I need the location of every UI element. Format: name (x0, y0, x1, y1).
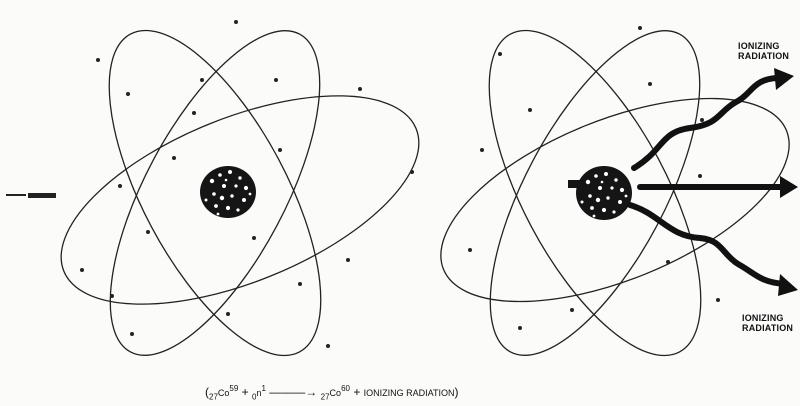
eq-ionizing-radiation-text: IONIZING RADIATION (363, 388, 455, 398)
eq-cobalt59-mass-number: 59 (229, 384, 239, 393)
electron-orbit (60, 95, 420, 305)
atom-cobalt-59 (60, 20, 420, 357)
electrons (468, 26, 720, 330)
arrowhead-down (778, 274, 798, 296)
eq-plus: + (241, 385, 249, 399)
eq-cobalt60-atomic-number: 27 (320, 392, 330, 402)
arrowhead-up (774, 68, 794, 90)
ionizing-radiation-label-top-line2: RADIATION (738, 51, 790, 61)
eq-arrow: ———→ (269, 385, 318, 399)
ionizing-radiation-label-top: IONIZING (738, 41, 780, 51)
arrowheads (774, 68, 798, 296)
electron-orbit (109, 30, 321, 356)
eq-cobalt60-mass-number: 60 (341, 384, 350, 393)
nucleus (200, 166, 256, 218)
eq-cobalt60-symbol: Co (329, 388, 342, 398)
atom-cobalt-60 (440, 26, 790, 357)
ionizing-radiation-label-bottom-line2: RADIATION (742, 323, 794, 333)
electron-orbit (440, 97, 790, 303)
eq-neutron-charge: 0 (252, 392, 257, 402)
arrowhead-straight (780, 176, 798, 198)
radiation-wave-up (631, 75, 779, 171)
eq-close-paren: ) (454, 385, 459, 399)
nucleus (576, 166, 632, 220)
electron-orbit (489, 30, 701, 356)
eq-neutron-mass-number: 1 (261, 384, 266, 393)
nuclear-reaction-equation: (27Co59 + 0n1 ———→ 27Co60 + IONIZING RAD… (205, 384, 459, 401)
electrons (80, 20, 414, 348)
eq-neutron-symbol: n (256, 388, 262, 398)
radiation-arrows (627, 75, 787, 287)
electron-orbit (108, 29, 322, 357)
neutron-incoming-arrow (6, 193, 56, 198)
absorbed-neutron (568, 180, 582, 188)
eq-cobalt59-atomic-number: 27 (209, 392, 218, 402)
electron-orbit (488, 29, 702, 357)
eq-cobalt59-symbol: Co (217, 388, 230, 398)
ionizing-radiation-label-bottom: IONIZING (742, 313, 784, 323)
radiation-wave-down (627, 202, 787, 287)
eq-open-paren: ( (205, 385, 209, 399)
eq-plus: + (353, 385, 361, 399)
